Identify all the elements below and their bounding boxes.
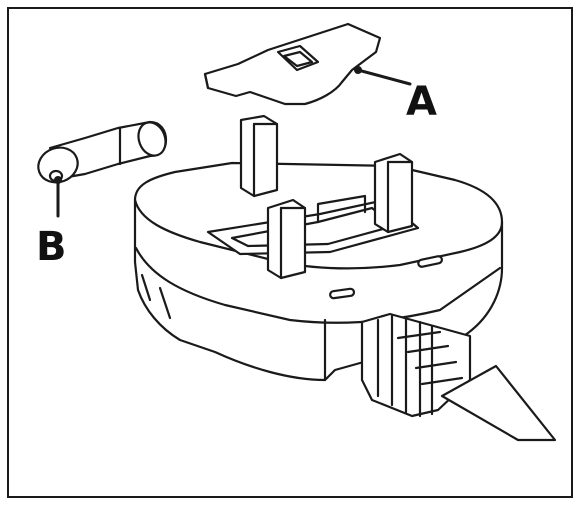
cable-grip [360,312,472,418]
leader-b [54,176,62,218]
label-a: A [406,79,437,125]
fuse-carrier [203,22,382,106]
label-b: B [36,224,67,270]
neutral-pin [373,152,414,234]
earth-pin [239,114,279,198]
fuse [37,120,168,184]
leader-a [354,66,412,86]
live-pin [266,198,307,280]
cable [440,364,557,442]
